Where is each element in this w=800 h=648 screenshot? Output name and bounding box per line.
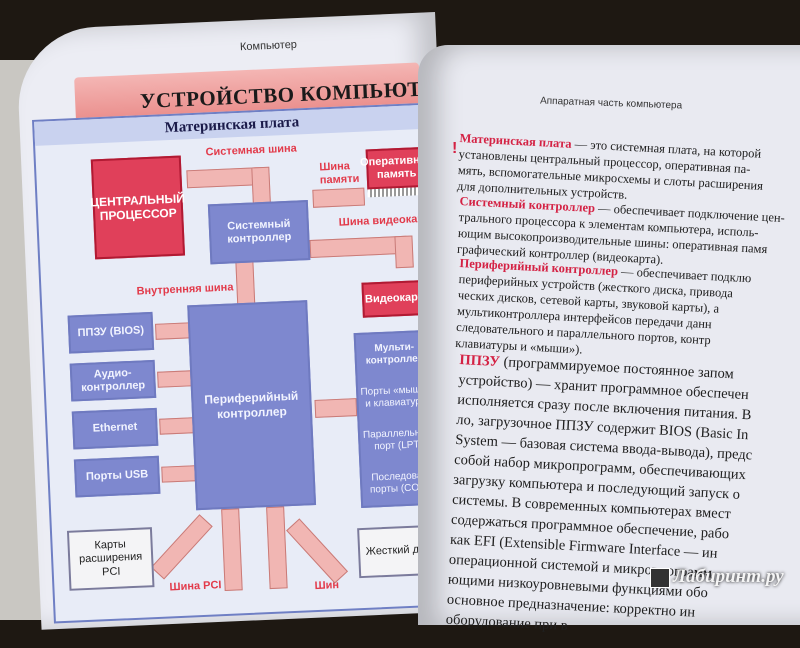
watermark: Лабиринт.ру	[650, 566, 784, 588]
audio-block: Аудио-контроллер	[69, 359, 157, 402]
multi-link-arrow	[314, 398, 358, 418]
ethernet-block: Ethernet	[71, 407, 159, 450]
watermark-text: Лабиринт.ру	[673, 566, 784, 587]
ethernet-link-arrow	[159, 417, 194, 435]
peripheral-controller-block: Периферийный контроллер	[187, 300, 317, 511]
pci-bus-arrow	[150, 514, 213, 580]
internal-bus-arrow	[235, 260, 256, 309]
audio-link-arrow	[157, 370, 192, 388]
memory-bus-label: Шина памяти	[319, 160, 360, 187]
bios-block: ППЗУ (BIOS)	[67, 311, 155, 354]
watermark-logo-icon	[650, 567, 670, 588]
system-controller-block: Системный контроллер	[207, 200, 311, 265]
cpu-block: ЦЕНТРАЛЬНЫЙ ПРОЦЕССОР	[90, 155, 185, 260]
pci-bus-arrow-3	[266, 506, 288, 590]
left-running-head: Компьютер	[239, 38, 298, 54]
internal-bus-label: Внутренняя шина	[136, 281, 234, 298]
attention-icon: !	[452, 140, 458, 157]
paragraph-ppzu: ППЗУ (программируемое постоянное запом у…	[445, 350, 800, 648]
pci-bus-label: Шина PCI	[169, 579, 222, 594]
usb-block: Порты USB	[73, 455, 161, 498]
right-page	[418, 45, 800, 625]
system-bus-label: Системная шина	[205, 142, 298, 159]
pci-cards-block: Карты расширения PCI	[66, 527, 155, 591]
pci-bus-label-2: Шин	[314, 579, 340, 593]
hdd-bus-arrow	[286, 518, 349, 584]
usb-link-arrow	[161, 465, 196, 483]
video-bus-arrow	[309, 235, 408, 258]
motherboard-diagram: Материнская плата Системная шина Шина па…	[32, 102, 453, 624]
pci-bus-arrow-2	[221, 508, 243, 592]
term-ppzu: ППЗУ	[459, 351, 501, 371]
memory-bus-arrow	[312, 187, 366, 208]
bios-link-arrow	[155, 322, 190, 340]
video-bus-arrow-down	[394, 235, 414, 269]
